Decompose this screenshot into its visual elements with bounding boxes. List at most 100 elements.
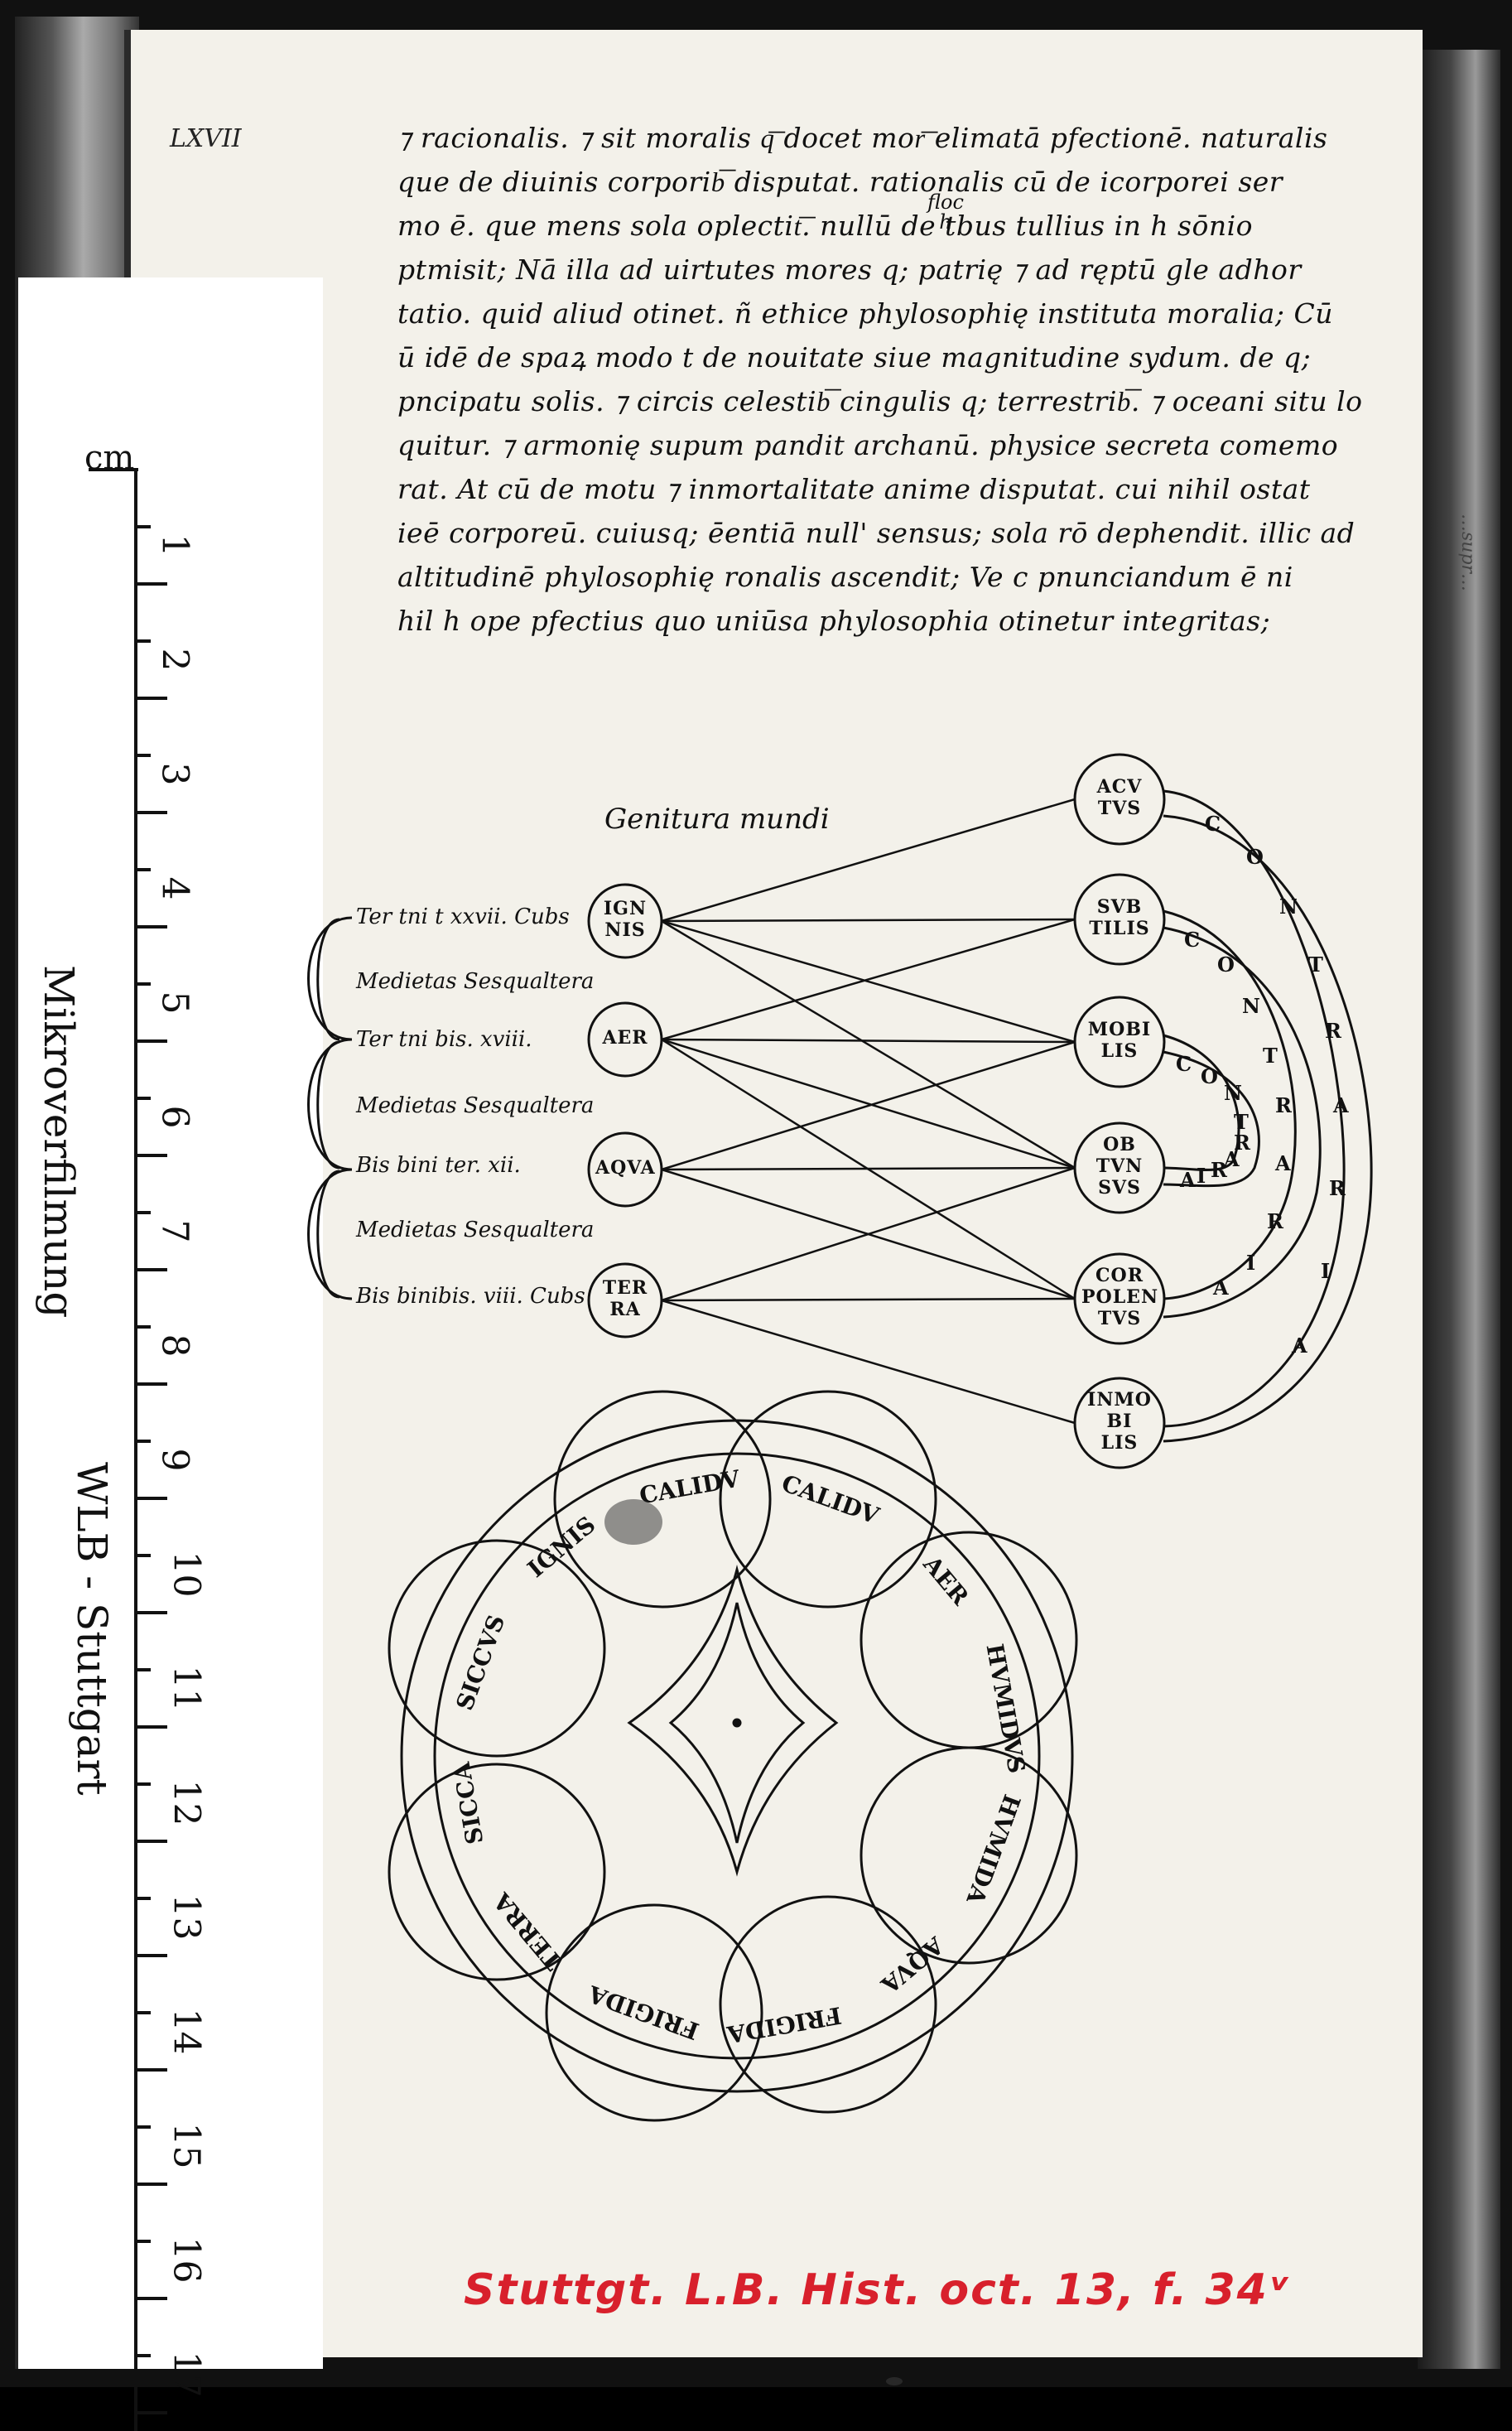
ring-label: FRIGIDA <box>584 1980 702 2045</box>
elements-wheel <box>388 1390 1078 2122</box>
ruler-half-tick <box>134 2354 151 2357</box>
shelfmark-stamp: Stuttgt. L.B. Hist. oct. 13, f. 34ᵛ <box>464 2265 1292 2315</box>
arc-letter: R <box>1275 1093 1292 1117</box>
arc-letter: C <box>1205 812 1221 836</box>
arc-letter: R <box>1211 1158 1227 1182</box>
ruler-tick <box>134 1382 167 1386</box>
ruler-tick <box>134 2183 167 2186</box>
ruler-tick <box>134 925 167 929</box>
manuscript-page <box>124 30 1423 2357</box>
ruler-tick <box>134 1725 167 1729</box>
arc-letter: O <box>1201 1064 1218 1088</box>
quality-label: POLEN <box>1081 1286 1159 1308</box>
quality-label: TVS <box>1097 798 1142 819</box>
ratio-label: Ter tni bis. xviii. <box>356 1027 532 1052</box>
quality-label: LIS <box>1100 1432 1139 1454</box>
wheel-lobe <box>719 1390 937 1609</box>
ruler-line <box>134 468 137 2431</box>
arc-letter: N <box>1224 1081 1242 1105</box>
ring-label: FRIGIDA <box>725 2001 844 2048</box>
ratio-label: Ter tni t xxvii. Cubs <box>356 904 570 929</box>
wheel-center-star <box>627 1565 839 1877</box>
connection-lines <box>661 798 1076 1425</box>
quality-label: OB <box>1103 1134 1136 1155</box>
arc-letter: O <box>1246 845 1264 869</box>
arc-letter: T <box>1234 1110 1249 1134</box>
text-line: pncipatu solis. ⁊ circis celestib͞ cingu… <box>397 385 1363 417</box>
wheel-lobe <box>388 1763 606 1981</box>
quality-label: TILIS <box>1089 918 1150 939</box>
arc-letter: A <box>1180 1168 1196 1192</box>
manuscript-text: ⁊ racionalis. ⁊ sit moralis q͞ docet mor… <box>397 116 1391 643</box>
arc-letter: R <box>1329 1176 1346 1200</box>
text-line: ieē corporeū. cuiusq; ēentiā null' sensu… <box>397 517 1356 549</box>
ruler-half-tick <box>134 754 151 757</box>
ruler-half-tick <box>134 525 151 528</box>
ruler-half-tick <box>134 1211 151 1214</box>
ruler-tick <box>134 1154 167 1157</box>
quality-label: BI <box>1106 1411 1133 1432</box>
ruler-half-tick <box>134 1782 151 1786</box>
ratio-label: Medietas Sesqualtera <box>356 969 595 994</box>
text-line: altitudinē phylosophię ronalis ascendit;… <box>397 561 1293 593</box>
ruler-number: 2 <box>153 648 196 672</box>
ruler-half-tick <box>134 982 151 986</box>
text-line: ⁊ racionalis. ⁊ sit moralis q͞ docet mor… <box>397 122 1328 154</box>
ratio-label: Medietas Sesqualtera <box>356 1093 595 1118</box>
ruler-base-tick <box>89 468 138 471</box>
quality-label: SVB <box>1096 896 1143 918</box>
ruler-half-tick <box>134 1325 151 1329</box>
ratio-label: Bis binibis. viii. Cubs <box>356 1284 585 1309</box>
quality-label: SVS <box>1098 1177 1141 1199</box>
text-line: que de diuinis corporib͞ disputat. ratio… <box>397 166 1283 198</box>
ruler-tick <box>134 582 167 586</box>
arc-letter: R <box>1325 1019 1341 1043</box>
ruler-half-tick <box>134 1897 151 1900</box>
element-label: IGN <box>603 898 648 919</box>
ruler-half-tick <box>134 1668 151 1671</box>
text-line: ptmisit; Nā illa ad uirtutes mores q; pa… <box>397 253 1302 286</box>
arc-letter: I <box>1197 1164 1206 1188</box>
ruler-tick <box>134 697 167 700</box>
arc-letter: A <box>1333 1093 1349 1117</box>
ring-label: CALIDV <box>638 1464 743 1509</box>
left-brackets <box>307 916 353 1300</box>
wheel-lobe <box>860 1531 1078 1749</box>
ink-stain <box>886 2377 903 2385</box>
contraria-arcs <box>1163 789 1373 1443</box>
ruler-tick <box>134 811 167 814</box>
ruler-half-tick <box>134 2125 151 2129</box>
interlinear-note-bottom: h <box>939 210 952 234</box>
text-line: hil h ope pfectius quo uniūsa phylosophi… <box>397 605 1271 637</box>
ring-label: SICCVS <box>450 1611 510 1714</box>
folio-number: LXVII <box>170 124 242 153</box>
text-line: mo ē. que mens sola oplectit͞. nullū de … <box>397 210 1254 242</box>
ruler-half-tick <box>134 1440 151 1443</box>
wheel-lobe <box>553 1390 772 1609</box>
margin-note: …supr… <box>1457 514 1478 592</box>
element-label: AER <box>602 1027 648 1049</box>
ruler-tick <box>134 2297 167 2300</box>
ruler-number: 1 <box>153 533 196 557</box>
arc-letter: A <box>1292 1334 1307 1358</box>
ruler-half-tick <box>134 2011 151 2014</box>
arc-letter: R <box>1234 1131 1250 1155</box>
wheel-lobe <box>860 1746 1078 1965</box>
ruler-tick <box>134 2411 167 2414</box>
ruler-tick <box>134 1840 167 1843</box>
ratio-label: Medietas Sesqualtera <box>356 1218 595 1242</box>
ring-label: AQVA <box>875 1931 950 1999</box>
text-line: quitur. ⁊ armonię supum pandit archanū. … <box>397 429 1339 461</box>
ring-label: SICCA <box>447 1759 489 1846</box>
arc-letter: A <box>1275 1151 1291 1175</box>
text-line: tatio. quid aliud otinet. ñ ethice phylo… <box>397 297 1333 330</box>
arc-letter: A <box>1213 1276 1229 1300</box>
arc-letter: N <box>1279 895 1298 919</box>
quality-label: TVS <box>1097 1308 1142 1329</box>
ruler-half-tick <box>134 639 151 643</box>
ruler-number: 17 <box>165 2351 208 2398</box>
interlinear-note: floc h <box>927 192 964 232</box>
quality-label: ACV <box>1096 776 1143 798</box>
ruler-tick <box>134 1039 167 1043</box>
